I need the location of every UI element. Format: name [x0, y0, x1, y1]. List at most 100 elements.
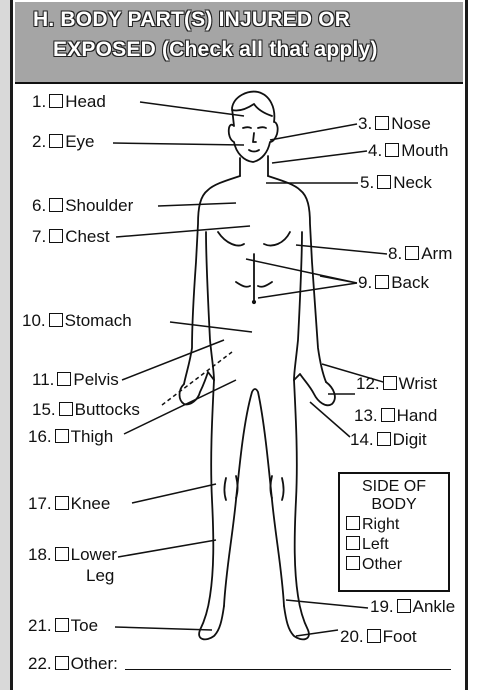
- body-part-number: 1.: [32, 92, 46, 111]
- body-part-lower-leg: 18. Lower: [28, 545, 117, 565]
- buttocks-checkbox[interactable]: [59, 402, 73, 416]
- side-option-label: Other: [362, 556, 402, 573]
- body-part-number: 14.: [350, 430, 374, 449]
- stomach-checkbox[interactable]: [49, 313, 63, 327]
- other-checkbox[interactable]: [55, 656, 69, 670]
- body-part-label: Hand: [397, 406, 438, 425]
- body-part-number: 8.: [388, 244, 402, 263]
- wrist-checkbox[interactable]: [383, 376, 397, 390]
- body-part-wrist: 12. Wrist: [356, 374, 437, 394]
- body-part-number: 9.: [358, 273, 372, 292]
- side-other-checkbox[interactable]: [346, 556, 360, 570]
- hand-checkbox[interactable]: [381, 408, 395, 422]
- body-part-number: 5.: [360, 173, 374, 192]
- body-part-number: 3.: [358, 114, 372, 133]
- back-checkbox[interactable]: [375, 275, 389, 289]
- side-option-left: Left: [346, 536, 389, 554]
- chest-checkbox[interactable]: [49, 229, 63, 243]
- eye-checkbox[interactable]: [49, 134, 63, 148]
- body-part-label: Head: [65, 92, 106, 111]
- body-part-label: Chest: [65, 227, 109, 246]
- body-part-eye: 2. Eye: [32, 132, 94, 152]
- body-part-buttocks: 15. Buttocks: [32, 400, 140, 420]
- right-checkbox[interactable]: [346, 516, 360, 530]
- side-of-body-title-line2: BODY: [340, 496, 448, 514]
- body-part-label: Toe: [71, 616, 98, 635]
- body-part-label: Nose: [391, 114, 431, 133]
- foot-checkbox[interactable]: [367, 629, 381, 643]
- body-part-label: Arm: [421, 244, 452, 263]
- body-part-nose: 3. Nose: [358, 114, 431, 134]
- toe-checkbox[interactable]: [55, 618, 69, 632]
- body-part-label: Shoulder: [65, 196, 133, 215]
- body-part-lower-leg-line2: Leg: [86, 566, 114, 586]
- body-part-number: 10.: [22, 311, 46, 330]
- mouth-checkbox[interactable]: [385, 143, 399, 157]
- body-part-number: 6.: [32, 196, 46, 215]
- body-part-label: Back: [391, 273, 429, 292]
- body-part-number: 2.: [32, 132, 46, 151]
- side-option-other: Other: [346, 556, 402, 574]
- body-part-label: Knee: [71, 494, 111, 513]
- body-part-shoulder: 6. Shoulder: [32, 196, 133, 216]
- body-part-digit: 14.Digit: [350, 430, 427, 450]
- body-part-number: 7.: [32, 227, 46, 246]
- body-part-number: 22.: [28, 654, 52, 673]
- thigh-checkbox[interactable]: [55, 429, 69, 443]
- body-part-number: 13.: [354, 406, 378, 425]
- other-fill-in-line[interactable]: [125, 669, 451, 670]
- body-outline: [180, 92, 335, 640]
- side-option-right: Right: [346, 516, 399, 534]
- neck-checkbox[interactable]: [377, 175, 391, 189]
- body-part-label: Stomach: [65, 311, 132, 330]
- side-option-label: Right: [362, 516, 399, 533]
- body-part-toe: 21. Toe: [28, 616, 98, 636]
- body-part-label: Buttocks: [75, 400, 140, 419]
- body-part-number: 19.: [370, 597, 394, 616]
- body-part-back: 9. Back: [358, 273, 429, 293]
- body-part-pelvis: 11.Pelvis: [32, 370, 119, 390]
- body-part-number: 4.: [368, 141, 382, 160]
- head-checkbox[interactable]: [49, 94, 63, 108]
- shoulder-checkbox[interactable]: [49, 198, 63, 212]
- side-of-body-box: SIDE OF BODY Right Left Other: [338, 472, 450, 592]
- body-part-head: 1. Head: [32, 92, 106, 112]
- body-part-stomach: 10. Stomach: [22, 311, 132, 331]
- body-part-label: Other:: [71, 654, 118, 673]
- ankle-checkbox[interactable]: [397, 599, 411, 613]
- body-part-ankle: 19. Ankle: [370, 597, 455, 617]
- body-part-label: Foot: [383, 627, 417, 646]
- body-part-foot: 20. Foot: [340, 627, 417, 647]
- body-part-label: Ankle: [413, 597, 456, 616]
- body-part-label: Eye: [65, 132, 94, 151]
- body-part-other: 22. Other:: [28, 654, 118, 674]
- body-part-number: 11.: [32, 370, 54, 389]
- body-part-number: 20.: [340, 627, 364, 646]
- body-part-label: Lower: [71, 545, 117, 564]
- side-option-label: Left: [362, 536, 389, 553]
- body-part-number: 18.: [28, 545, 52, 564]
- left-checkbox[interactable]: [346, 536, 360, 550]
- body-part-number: 17.: [28, 494, 52, 513]
- arm-checkbox[interactable]: [405, 246, 419, 260]
- body-part-label: Wrist: [399, 374, 437, 393]
- lower-leg-checkbox[interactable]: [55, 547, 69, 561]
- digit-checkbox[interactable]: [377, 432, 391, 446]
- body-part-neck: 5. Neck: [360, 173, 432, 193]
- body-part-number: 21.: [28, 616, 52, 635]
- body-part-number: 15.: [32, 400, 56, 419]
- side-of-body-title-line1: SIDE OF: [340, 478, 448, 496]
- body-part-hand: 13. Hand: [354, 406, 437, 426]
- body-part-label: Mouth: [401, 141, 448, 160]
- pelvis-checkbox[interactable]: [57, 372, 71, 386]
- body-part-label: Thigh: [71, 427, 114, 446]
- knee-checkbox[interactable]: [55, 496, 69, 510]
- body-part-mouth: 4. Mouth: [368, 141, 448, 161]
- body-part-label: Neck: [393, 173, 432, 192]
- nose-checkbox[interactable]: [375, 116, 389, 130]
- body-part-number: 12.: [356, 374, 380, 393]
- body-part-number: 16.: [28, 427, 52, 446]
- body-part-knee: 17. Knee: [28, 494, 110, 514]
- body-part-chest: 7. Chest: [32, 227, 110, 247]
